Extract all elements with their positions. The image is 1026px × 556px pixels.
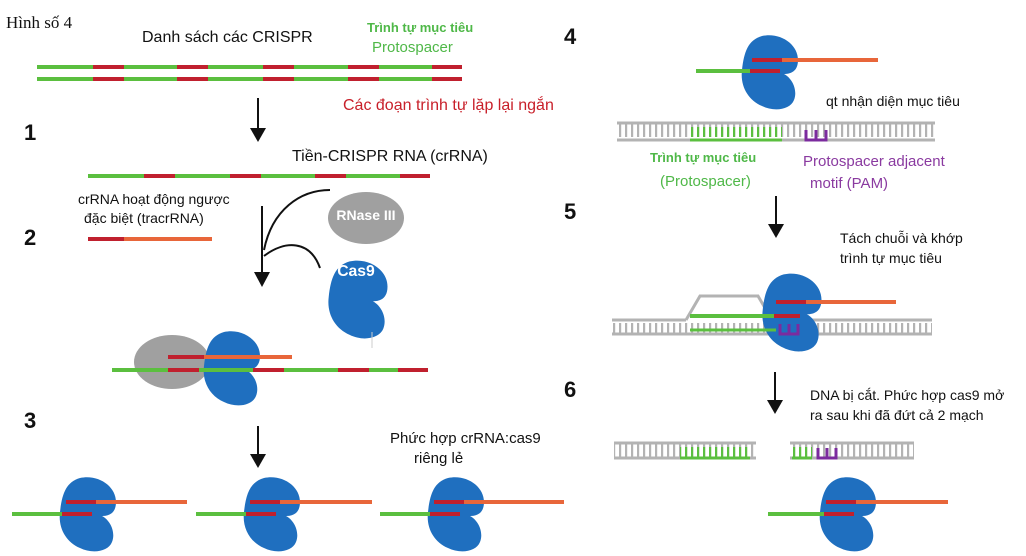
tracrrna-label-line2: đặc biệt (tracrRNA) [84,210,204,226]
complex-label-line1: Phức hợp crRNA:cas9 [390,430,541,447]
unwound-dna-complex [612,273,932,352]
rnase-label: RNase III [336,207,395,223]
cas9-crrna-complex [380,477,564,552]
cas9-crrna-complex [696,35,878,110]
cut-dna-right-fragment [790,441,914,460]
figure-label: Hình số 4 [6,13,73,32]
rnase-iii-icon: RNase III [328,192,404,244]
target-recognition-label: qt nhận diện mục tiêu [826,93,960,109]
cut-label-line2: ra sau khi đã đứt cả 2 mạch [810,407,984,423]
target-sequence-label: Trình tự mục tiêu [367,20,473,35]
complex-label-line2: riêng lẻ [414,450,463,467]
down-arrow-icon [768,196,784,238]
crispr-array [37,65,462,81]
step-number-5: 5 [564,199,576,224]
down-arrow-icon [250,426,266,468]
step-number-3: 3 [24,408,36,433]
precrrna-complex [112,331,428,406]
cas9-crrna-complex [12,477,187,552]
crispr-list-label: Danh sách các CRISPR [142,29,313,46]
pam-label-line2: motif (PAM) [810,175,888,192]
pre-crrna-label: Tiền-CRISPR RNA (crRNA) [292,148,488,165]
tracrrna-label-line1: crRNA hoạt động ngược [78,191,230,207]
protospacer-paren-label: (Protospacer) [660,173,751,190]
cas9-label: Cas9 [337,263,375,280]
step-number-6: 6 [564,377,576,402]
step-number-1: 1 [24,120,36,145]
step-number-2: 2 [24,225,36,250]
cas9-protein-icon: Cas9 [328,260,388,339]
target-sequence-label-b: Trình tự mục tiêu [650,150,756,165]
down-arrow-icon [254,189,331,287]
short-repeats-label: Các đoạn trình tự lặp lại ngắn [343,95,554,114]
separate-label-line2: trình tự mục tiêu [840,250,942,266]
separate-label-line1: Tách chuỗi và khớp [840,230,963,246]
down-arrow-icon [250,98,266,142]
pam-label-line1: Protospacer adjacent [803,153,946,170]
cas9-crrna-complex [196,477,372,552]
cas9-crrna-complex [768,477,948,552]
down-arrow-icon [767,372,783,414]
cut-dna-left-fragment [614,441,756,460]
double-strand-dna-icon [617,121,935,142]
step-number-4: 4 [564,24,577,49]
cut-label-line1: DNA bị cắt. Phức hợp cas9 mở [810,387,1004,403]
protospacer-label: Protospacer [372,39,453,56]
